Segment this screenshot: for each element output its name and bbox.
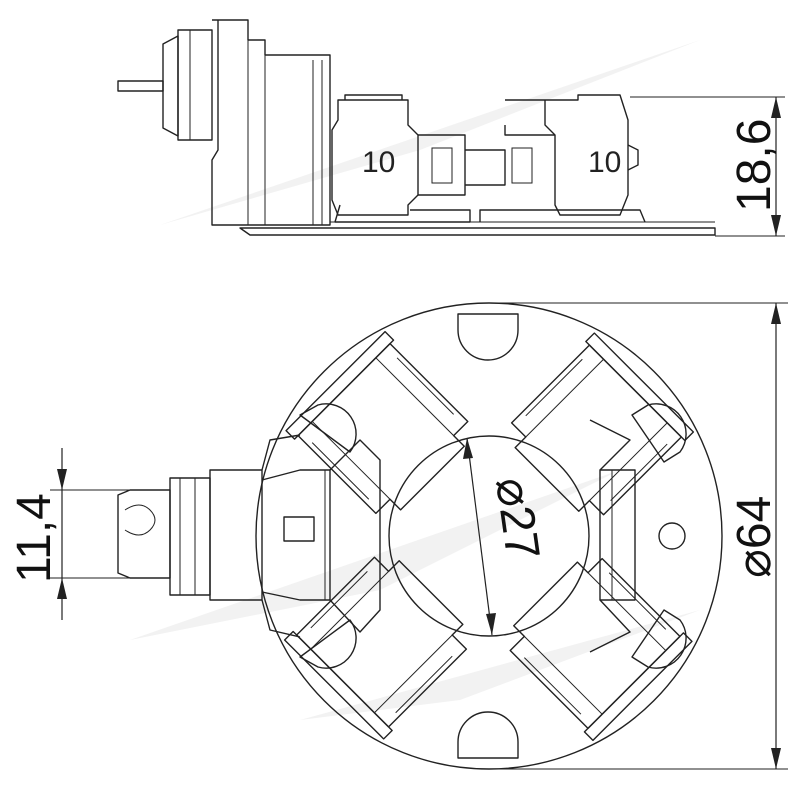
outer-diameter-label: ⌀64 (728, 496, 781, 578)
brush-label-right: 10 (588, 146, 621, 179)
inner-diameter-label: ⌀27 (485, 474, 549, 563)
mounting-hole (658, 522, 686, 550)
outer-diameter-dimension: ⌀64 (489, 302, 788, 770)
height-dimension: 18,6 (630, 96, 785, 237)
connector-dimension: 11,4 (8, 448, 170, 620)
connector-dimension-label: 11,4 (8, 493, 61, 583)
inner-diameter-dimension: ⌀27 (463, 437, 549, 636)
outer-disk (255, 302, 723, 770)
height-dimension-label: 18,6 (728, 119, 781, 212)
brush-label-left: 10 (362, 146, 395, 179)
side-view: 10 10 (117, 19, 716, 236)
center-bore (388, 435, 590, 637)
watermark (130, 40, 700, 720)
